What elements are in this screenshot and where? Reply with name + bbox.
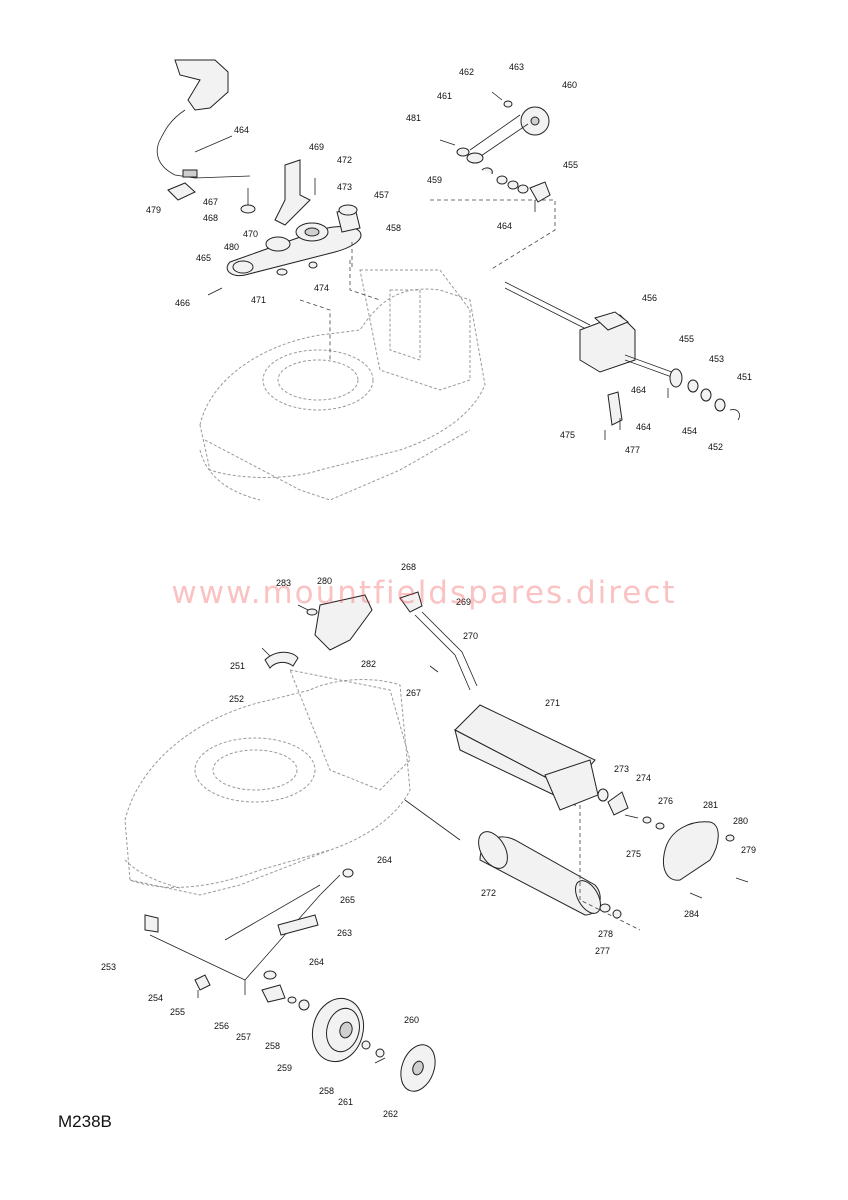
label-460: 460 (562, 80, 577, 90)
label-274: 274 (636, 773, 651, 783)
label-256: 256 (214, 1021, 229, 1031)
label-284: 284 (684, 909, 699, 919)
label-280a: 280 (317, 576, 332, 586)
drawing-code: M238B (58, 1112, 112, 1131)
label-462: 462 (459, 67, 474, 77)
label-459: 459 (427, 175, 442, 185)
label-259: 259 (277, 1063, 292, 1073)
label-480: 480 (224, 242, 239, 252)
label-479: 479 (146, 205, 161, 215)
label-455b: 455 (679, 334, 694, 344)
label-477: 477 (625, 445, 640, 455)
belt-drive (207, 159, 362, 296)
label-267: 267 (406, 688, 421, 698)
label-451: 451 (737, 372, 752, 382)
label-473: 473 (337, 182, 352, 192)
label-464d: 464 (636, 422, 651, 432)
label-258a: 258 (265, 1041, 280, 1051)
label-261: 261 (338, 1097, 353, 1107)
label-454: 454 (682, 426, 697, 436)
label-253: 253 (101, 962, 116, 972)
label-265: 265 (340, 895, 355, 905)
label-254: 254 (148, 993, 163, 1003)
label-453: 453 (709, 354, 724, 364)
ghost-deck-bottom (124, 669, 461, 896)
label-468: 468 (203, 213, 218, 223)
label-458: 458 (386, 223, 401, 233)
label-252: 252 (229, 694, 244, 704)
label-271: 271 (545, 698, 560, 708)
label-464c: 464 (631, 385, 646, 395)
label-280b: 280 (733, 816, 748, 826)
label-452: 452 (708, 442, 723, 452)
label-464b: 464 (497, 221, 512, 231)
label-262: 262 (383, 1109, 398, 1119)
label-251: 251 (230, 661, 245, 671)
label-481: 481 (406, 113, 421, 123)
label-258b: 258 (319, 1086, 334, 1096)
label-278: 278 (598, 929, 613, 939)
label-276: 276 (658, 796, 673, 806)
label-273: 273 (614, 764, 629, 774)
label-268: 268 (401, 562, 416, 572)
label-464: 464 (234, 125, 249, 135)
label-465: 465 (196, 253, 211, 263)
label-469: 469 (309, 142, 324, 152)
label-257: 257 (236, 1032, 251, 1042)
label-472: 472 (337, 155, 352, 165)
label-456: 456 (642, 293, 657, 303)
label-470: 470 (243, 229, 258, 239)
label-263: 263 (337, 928, 352, 938)
label-461: 461 (437, 91, 452, 101)
ghost-deck-top (199, 199, 556, 501)
drive-lever-cable (156, 59, 251, 201)
label-466: 466 (175, 298, 190, 308)
label-264a: 264 (377, 855, 392, 865)
label-475: 475 (560, 430, 575, 440)
label-260: 260 (404, 1015, 419, 1025)
label-281: 281 (703, 800, 718, 810)
watermark-text: www.mountfieldspares.direct (171, 575, 677, 611)
label-471: 471 (251, 295, 266, 305)
label-463: 463 (509, 62, 524, 72)
label-277: 277 (595, 946, 610, 956)
label-269: 269 (456, 597, 471, 607)
label-474: 474 (314, 283, 329, 293)
label-264b: 264 (309, 957, 324, 967)
label-275: 275 (626, 849, 641, 859)
label-255: 255 (170, 1007, 185, 1017)
gearbox-axle (504, 281, 740, 440)
label-282: 282 (361, 659, 376, 669)
label-283: 283 (276, 578, 291, 588)
label-270: 270 (463, 631, 478, 641)
gear-cluster (439, 91, 551, 212)
label-279: 279 (741, 845, 756, 855)
part-labels: 464 469 472 473 457 467 468 479 470 480 … (101, 62, 756, 1119)
label-455a: 455 (563, 160, 578, 170)
label-272: 272 (481, 888, 496, 898)
front-axle-wheel (144, 868, 436, 1092)
label-467: 467 (203, 197, 218, 207)
label-457: 457 (374, 190, 389, 200)
rear-roller-assembly (261, 591, 749, 931)
